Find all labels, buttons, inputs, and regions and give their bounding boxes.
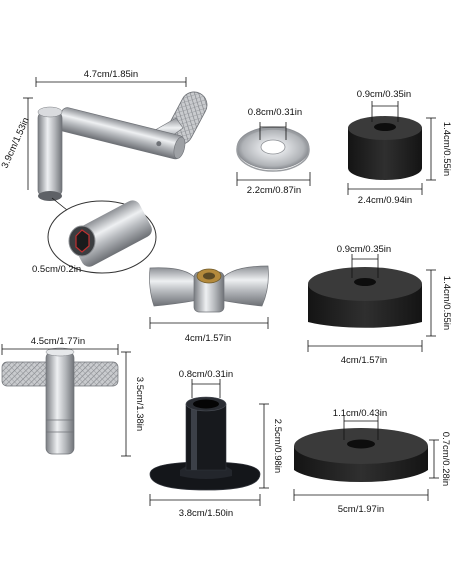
t-key-width-label: 4.5cm/1.77in — [31, 336, 85, 347]
t-key-height-label: 3.5cm/1.38in — [134, 377, 145, 431]
large-felt-height-dimension: 1.4cm/0.55in — [426, 269, 452, 337]
small-felt: 0.9cm/0.35in 1.4cm/0.55in 2.4cm/0.94in — [347, 89, 452, 206]
thin-felt-height-label: 0.7cm/0.28in — [440, 432, 451, 486]
t-drum-key-icon — [1, 347, 119, 455]
thin-felt: 1.1cm/0.43in 0.7cm/0.28in 5cm/1.97in — [293, 408, 451, 515]
large-felt-height-label: 1.4cm/0.55in — [441, 276, 452, 330]
metal-washer-icon — [236, 126, 310, 172]
sleeve-base-dimension: 3.8cm/1.50in — [149, 494, 261, 519]
cymbal-sleeve: 0.8cm/0.31in 2.5cm/0.98in 3.8cm/1.50in — [149, 369, 283, 519]
crank-key-width-label: 4.7cm/1.85in — [84, 69, 138, 80]
crank-key-socket-label: 0.5cm/0.2in — [32, 264, 81, 275]
t-key-width-dimension: 4.5cm/1.77in — [1, 336, 119, 355]
crank-key-height-dimension: 3.9cm/1.53in — [0, 97, 33, 190]
small-felt-hole-dimension: 0.9cm/0.35in — [357, 89, 411, 122]
sleeve-tube-label: 0.8cm/0.31in — [179, 369, 233, 380]
large-felt-icon — [308, 267, 422, 328]
socket-detail-icon — [68, 200, 152, 267]
thin-felt-height-dimension: 0.7cm/0.28in — [429, 432, 451, 486]
washer-inner-label: 0.8cm/0.31in — [248, 107, 302, 118]
sleeve-tube-dimension: 0.8cm/0.31in — [179, 369, 233, 398]
wing-nut-width-label: 4cm/1.57in — [185, 333, 231, 344]
large-felt-width-dimension: 4cm/1.57in — [307, 340, 423, 366]
large-felt-width-label: 4cm/1.57in — [341, 355, 387, 366]
t-key-height-dimension: 3.5cm/1.38in — [121, 351, 145, 457]
washer-outer-dimension: 2.2cm/0.87in — [236, 172, 311, 196]
t-drum-key: 4.5cm/1.77in 3.5cm/1.38in — [1, 336, 145, 457]
cymbal-sleeve-icon — [149, 396, 261, 491]
wing-nut-width-dimension: 4cm/1.57in — [149, 317, 269, 344]
small-felt-hole-label: 0.9cm/0.35in — [357, 89, 411, 100]
crank-key-socket-zoom: 0.5cm/0.2in — [32, 197, 157, 275]
thin-felt-width-dimension: 5cm/1.97in — [293, 489, 429, 515]
crank-drum-key-icon — [37, 91, 208, 201]
crank-key-width-dimension: 4.7cm/1.85in — [35, 69, 187, 87]
small-felt-width-label: 2.4cm/0.94in — [358, 195, 412, 206]
wing-nut: 4cm/1.57in — [149, 265, 269, 344]
sleeve-height-dimension: 2.5cm/0.98in — [259, 403, 283, 489]
sleeve-base-label: 3.8cm/1.50in — [179, 508, 233, 519]
crank-key-height-label: 3.9cm/1.53in — [0, 116, 32, 170]
wing-nut-icon — [149, 265, 269, 313]
large-felt: 0.9cm/0.35in 1.4cm/0.55in 4cm/1.57in — [307, 244, 452, 366]
large-felt-hole-label: 0.9cm/0.35in — [337, 244, 391, 255]
thin-felt-icon — [294, 428, 428, 483]
thin-felt-hole-label: 1.1cm/0.43in — [333, 408, 387, 419]
washer-outer-label: 2.2cm/0.87in — [247, 185, 301, 196]
sleeve-height-label: 2.5cm/0.98in — [272, 419, 283, 473]
washer-inner-dimension: 0.8cm/0.31in — [248, 107, 302, 140]
crank-drum-key: 4.7cm/1.85in 3.9cm/1.53in 0.5cm/0.2in — [0, 69, 208, 275]
small-felt-height-dimension: 1.4cm/0.55in — [426, 117, 452, 181]
thin-felt-width-label: 5cm/1.97in — [338, 504, 384, 515]
small-felt-icon — [348, 116, 422, 180]
metal-washer: 0.8cm/0.31in 2.2cm/0.87in — [236, 107, 311, 196]
small-felt-height-label: 1.4cm/0.55in — [441, 122, 452, 176]
thin-felt-hole-dimension: 1.1cm/0.43in — [333, 408, 387, 440]
small-felt-width-dimension: 2.4cm/0.94in — [347, 183, 423, 206]
large-felt-hole-dimension: 0.9cm/0.35in — [337, 244, 391, 278]
